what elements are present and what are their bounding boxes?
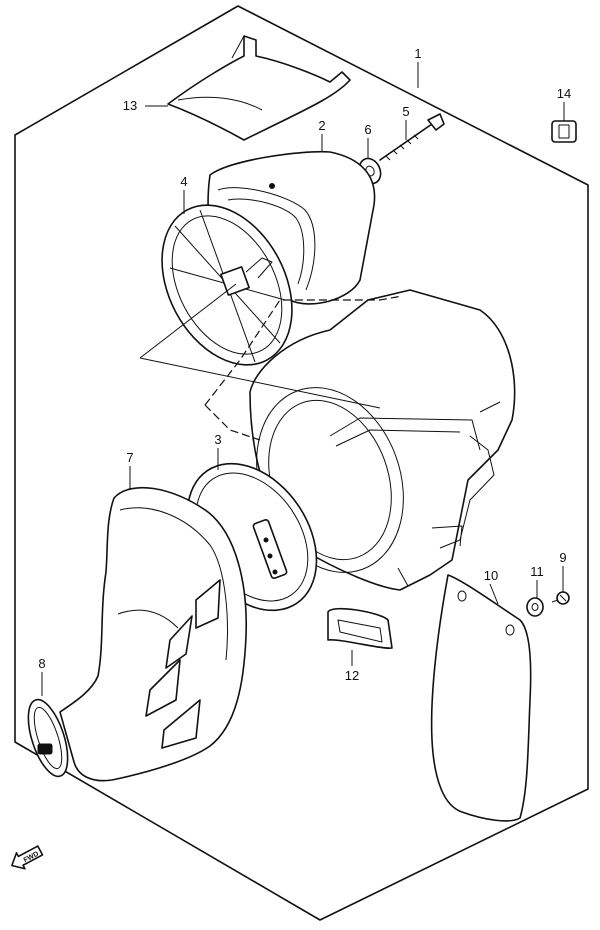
callout-12: 12 [345, 668, 359, 683]
part-11-washer [526, 597, 544, 617]
callout-4: 4 [180, 174, 187, 189]
part-12-band [327, 607, 393, 649]
part-9-screw [551, 591, 570, 605]
callout-14: 14 [557, 86, 571, 101]
callout-5: 5 [402, 104, 409, 119]
part-5-bolt [379, 113, 445, 161]
callout-9: 9 [559, 550, 566, 565]
part-14-clip [551, 120, 577, 143]
leader-lines [41, 62, 565, 696]
callout-6: 6 [364, 122, 371, 137]
callout-7: 7 [126, 450, 133, 465]
callout-8: 8 [38, 656, 45, 671]
callout-1: 1 [414, 46, 421, 61]
assembly-outline [14, 5, 589, 921]
part-8-clamp [27, 698, 69, 778]
part-4-filter-cage [161, 204, 293, 366]
callout-11: 11 [530, 564, 544, 579]
part-1-air-cleaner-case [249, 289, 516, 591]
fwd-arrow-icon: FWD [11, 845, 44, 870]
part-13-cover [167, 35, 351, 141]
callout-10: 10 [484, 568, 498, 583]
part-7-inlet-duct [59, 486, 248, 782]
callout-3: 3 [214, 432, 221, 447]
callout-2: 2 [318, 118, 325, 133]
callout-13: 13 [123, 98, 137, 113]
part-10-cover [430, 574, 532, 822]
case-flange-dashed [204, 295, 403, 441]
